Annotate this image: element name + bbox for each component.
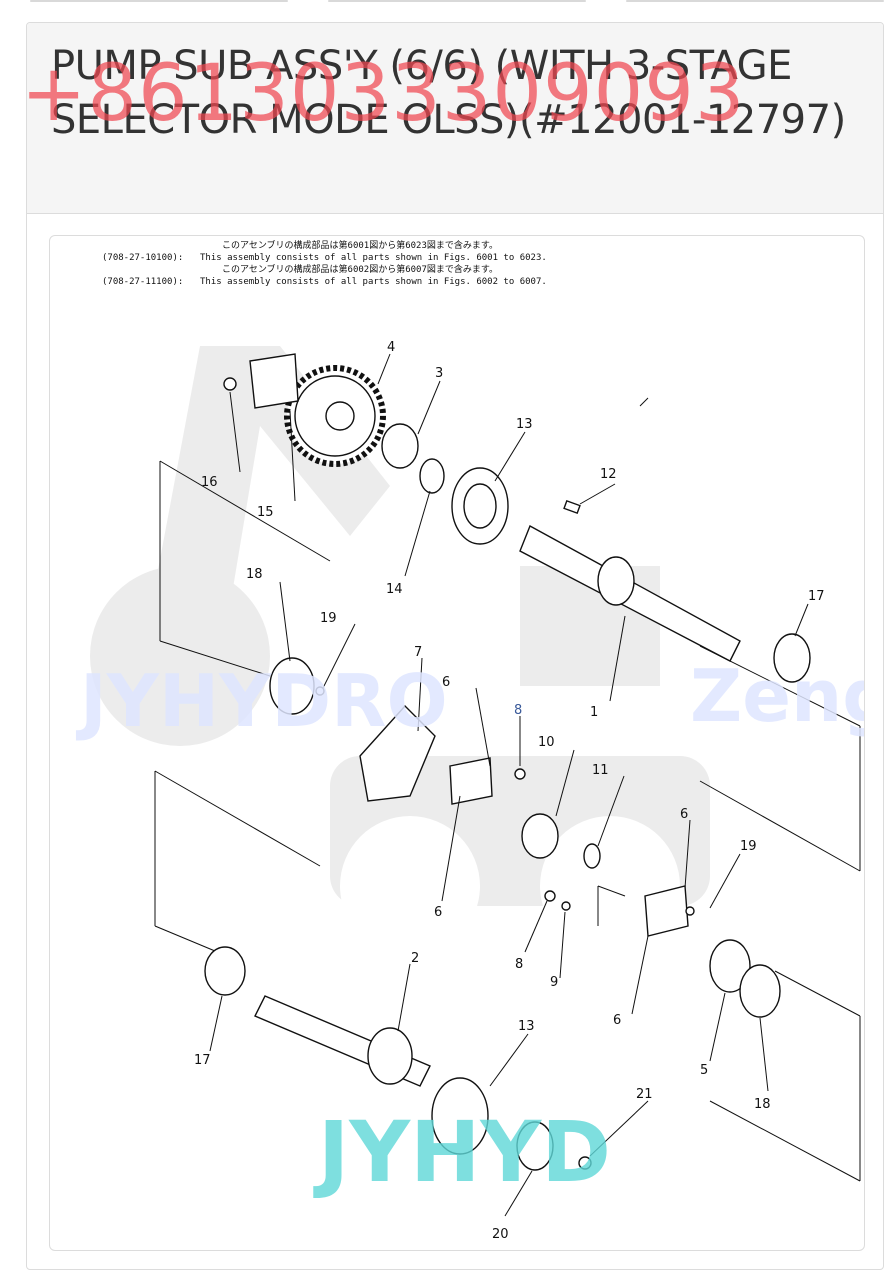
part-label-17[interactable]: 17 [194,1053,211,1068]
sleeve-part [521,813,559,859]
plate-part [449,757,493,805]
swash-plate-part [359,704,436,802]
part-label-14[interactable]: 14 [386,582,403,597]
top-tab-strip [0,0,892,6]
pin-part [315,686,325,696]
retainer-part [709,939,751,993]
note-line-4: This assembly consists of all parts show… [200,277,547,287]
parts-diagram[interactable]: このアセンブリの構成部品は第6001図から第6023図まで含みます。 (708-… [49,235,865,1251]
part-label-13[interactable]: 13 [516,417,533,432]
part-label-6[interactable]: 6 [442,675,450,690]
part-label-19[interactable]: 19 [320,611,337,626]
needle-bearing-part [204,946,246,996]
part-label-17[interactable]: 17 [808,589,825,604]
part-label-7[interactable]: 7 [414,645,422,660]
bearing-part [431,1077,489,1155]
washer-part [561,901,571,911]
part-label-3[interactable]: 3 [435,366,443,381]
part-label-13[interactable]: 13 [518,1019,535,1034]
watermark-left: JYHYDRO [75,659,448,743]
exploded-view-drawing: このアセンブリの構成部品は第6001図から第6023図まで含みます。 (708-… [75,239,864,1242]
tab-indicator[interactable] [30,0,288,2]
part-label-8[interactable]: 8 [515,957,523,972]
part-label-1[interactable]: 1 [590,705,598,720]
part-label-2[interactable]: 2 [411,951,419,966]
part-label-4[interactable]: 4 [387,340,395,355]
bolt-part [544,890,556,902]
bearing-part [739,964,781,1018]
part-label-18[interactable]: 18 [246,567,263,582]
part-label-6[interactable]: 6 [434,905,442,920]
ring-part [583,843,601,869]
o-ring-part [419,458,445,494]
part-label-10[interactable]: 10 [538,735,555,750]
part-label-20[interactable]: 20 [492,1227,509,1242]
bolt-part [223,377,237,391]
part-label-21[interactable]: 21 [636,1087,653,1102]
bushing-part [381,423,419,469]
needle-bearing-part [773,633,811,683]
key-part [563,499,581,515]
part-label-8[interactable]: 8 [514,703,522,718]
shaft-part [254,995,431,1087]
part-label-6[interactable]: 6 [613,1013,621,1028]
pin-part [685,906,695,916]
bearing-inner-ring [463,483,497,529]
note-line-2: This assembly consists of all parts show… [200,253,547,263]
gear-part [284,365,386,467]
part-label-18[interactable]: 18 [754,1097,771,1112]
plate-part [644,885,689,937]
note-code-1: (708-27-10100): [102,253,183,263]
tab-indicator[interactable] [328,0,586,2]
part-label-6[interactable]: 6 [680,807,688,822]
plate-part [249,353,299,409]
part-label-9[interactable]: 9 [550,975,558,990]
page-title: PUMP SUB ASS'Y (6/6) (WITH 3-STAGE SELEC… [51,43,846,143]
part-label-5[interactable]: 5 [700,1063,708,1078]
product-card: PUMP SUB ASS'Y (6/6) (WITH 3-STAGE SELEC… [21,22,884,1270]
bolt-part [514,768,526,780]
shaft-part [519,525,741,662]
assembly-frame-lines [154,460,861,1182]
part-label-11[interactable]: 11 [592,763,609,778]
note-line-3: このアセンブリの構成部品は第6002図から第6007図まで含みます。 [222,263,498,275]
bolt-part [578,1156,592,1170]
card-header: PUMP SUB ASS'Y (6/6) (WITH 3-STAGE SELEC… [21,23,883,214]
phone-watermark: +8613033309093 [21,49,746,139]
part-labels: 4 3 13 12 16 15 14 18 19 17 1 7 6 8 10 1… [194,340,825,1242]
tab-indicator[interactable] [626,0,884,2]
part-label-19[interactable]: 19 [740,839,757,854]
note-code-2: (708-27-11100): [102,277,183,287]
watermark-right: Zeng [690,654,864,738]
part-label-16[interactable]: 16 [201,475,218,490]
leader-lines [209,353,809,1217]
part-label-12[interactable]: 12 [600,467,617,482]
part-label-15[interactable]: 15 [257,505,274,520]
plate-part [516,1121,554,1171]
watermark-bottom: JYHYD [313,1103,611,1201]
note-line-1: このアセンブリの構成部品は第6001図から第6023図まで含みます。 [222,239,498,251]
seal-part [269,657,315,715]
